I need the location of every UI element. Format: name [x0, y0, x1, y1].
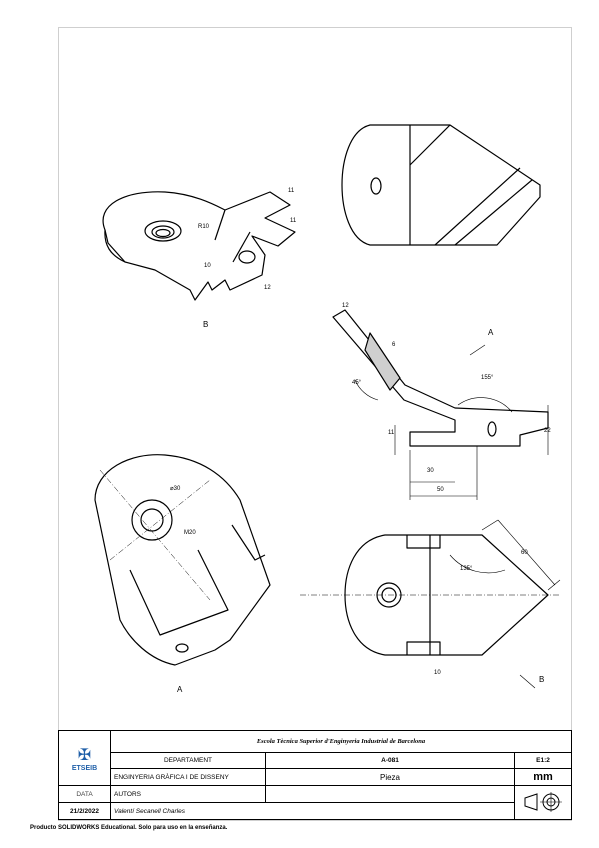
view-label-b: B	[203, 320, 209, 329]
drawing-date: 21/2/2022	[58, 802, 111, 820]
department-label: DEPARTAMENT	[110, 751, 266, 770]
dim-m20: M20	[184, 530, 196, 536]
dim-12: 12	[264, 285, 271, 291]
arrow-label-a: A	[488, 328, 494, 337]
dim-135-deg: 135°	[460, 566, 473, 572]
isometric-view-b	[102, 191, 296, 301]
side-view-middle	[332, 309, 549, 447]
department-name: ENGINYERIA GRÀFICA I DE DISSENY	[110, 768, 266, 787]
dim-d30-circle: ⌀30	[170, 486, 181, 492]
projection-symbol	[514, 785, 572, 820]
dim-30: 30	[427, 468, 434, 474]
school-name: Escola Tècnica Superior d'Enginyeria Ind…	[110, 730, 572, 753]
dim-12b: 12	[342, 303, 349, 309]
piece-name: Pieza	[265, 768, 515, 787]
drawing-scale: E1:2	[514, 751, 572, 770]
dim-10: 10	[434, 670, 441, 676]
arrow-label-b: B	[539, 675, 545, 684]
dim-60: 60	[521, 550, 528, 556]
technical-drawing	[94, 124, 561, 689]
solidworks-footer: Producto SOLIDWORKS Educational. Solo pa…	[30, 825, 228, 831]
author-name: Valentí Secanell Charles	[110, 802, 515, 820]
units: mm	[514, 768, 572, 787]
dim-22: 22	[544, 428, 551, 434]
dim-11c: 11	[388, 430, 395, 436]
dim-11a: 11	[288, 188, 295, 194]
drawing-sheet	[58, 27, 572, 821]
dim-r10: R10	[198, 224, 210, 230]
authors-label: AUTORS	[110, 785, 266, 804]
dim-11b: 11	[290, 218, 297, 224]
title-block: ✠ ETSEIB Escola Tècnica Superior d'Engin…	[58, 729, 572, 820]
dim-6: 6	[392, 342, 396, 348]
dim-d10: 10	[204, 263, 211, 269]
first-angle-projection-icon	[524, 791, 562, 812]
data-label: DATA	[58, 785, 111, 804]
dim-45-deg: 45°	[352, 380, 362, 386]
school-logo: ✠ ETSEIB	[58, 729, 111, 787]
front-view-top-right	[341, 124, 541, 246]
view-label-a: A	[177, 685, 183, 694]
dim-155-deg: 155°	[481, 375, 494, 381]
dim-50: 50	[437, 487, 444, 493]
isometric-view-a	[94, 454, 271, 666]
drawing-code: A-081	[265, 751, 515, 770]
